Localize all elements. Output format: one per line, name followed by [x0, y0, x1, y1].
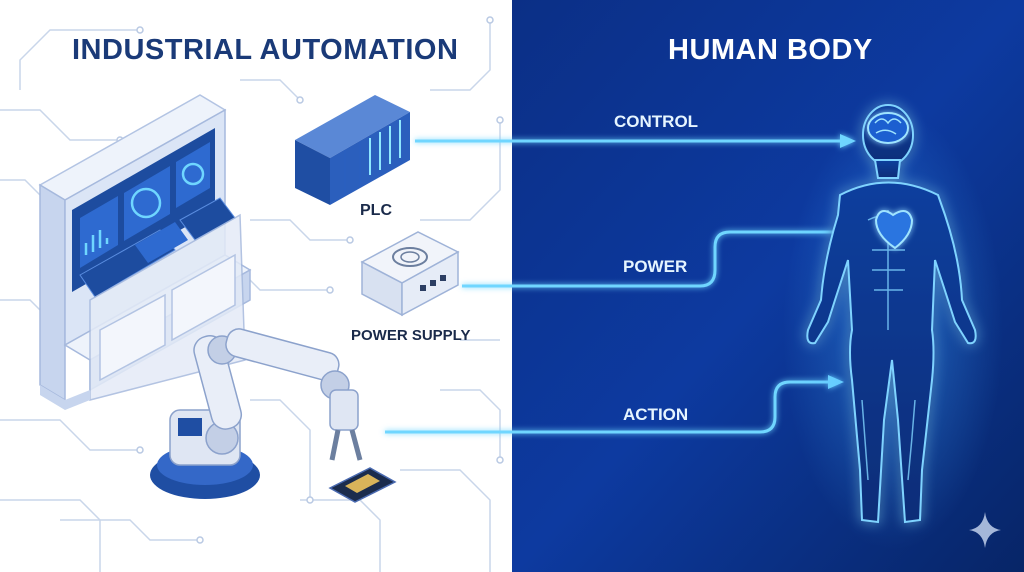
circuit-traces	[0, 20, 501, 572]
brain-icon	[867, 112, 909, 144]
power-link	[462, 230, 860, 288]
plc-label: PLC	[360, 202, 392, 219]
action-link-label: ACTION	[623, 405, 689, 424]
power-supply-label: POWER SUPPLY	[351, 327, 471, 344]
action-link	[385, 380, 828, 434]
heart-icon	[874, 210, 914, 250]
robot-arm-icon	[150, 328, 363, 499]
right-title: HUMAN BODY	[668, 34, 873, 66]
power-link-label: POWER	[623, 257, 688, 276]
plc-icon	[295, 95, 410, 205]
control-link-label: CONTROL	[614, 112, 699, 131]
sparkle-icon	[969, 512, 1001, 548]
chip-icon	[328, 467, 397, 503]
human-body-icon	[783, 104, 1003, 550]
connection-lines	[385, 139, 860, 434]
power-supply-icon	[360, 231, 460, 317]
left-title: INDUSTRIAL AUTOMATION	[72, 34, 459, 66]
